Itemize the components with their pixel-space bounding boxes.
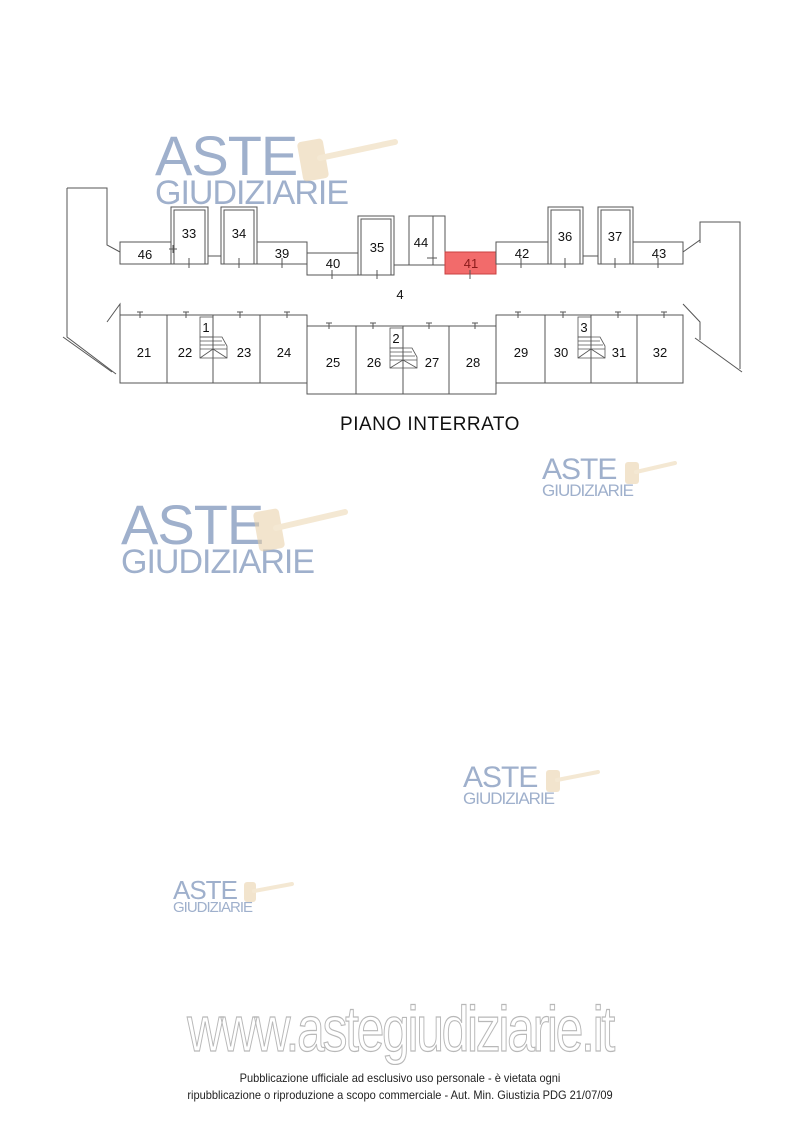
watermark-logo-1: ASTE GIUDIZIARIE: [155, 124, 349, 212]
stair-icon: [577, 316, 606, 359]
legal-notice-line-2: ripubblicazione o riproduzione a scopo c…: [187, 1088, 613, 1102]
unit-label: 40: [326, 256, 340, 271]
unit-label: 36: [558, 229, 572, 244]
stair-label: 1: [202, 320, 209, 335]
watermark-giudiziarie: GIUDIZIARIE: [542, 481, 634, 500]
unit-25[interactable]: [306, 325, 357, 395]
gavel-icon: [253, 508, 348, 552]
unit-label: 22: [178, 345, 192, 360]
gavel-icon: [625, 461, 677, 484]
unit-label: 25: [326, 355, 340, 370]
unit-34[interactable]: [220, 206, 258, 265]
unit-21[interactable]: [119, 314, 168, 384]
watermark-aste: ASTE: [173, 875, 238, 905]
unit-label: 35: [370, 240, 384, 255]
left-ramp-wall: [67, 187, 121, 253]
unit-44[interactable]: [408, 215, 446, 266]
unit-label: 21: [137, 345, 151, 360]
unit-35[interactable]: [357, 215, 395, 276]
unit-label: 28: [466, 355, 480, 370]
unit-label: 44: [414, 235, 428, 250]
unit-label: 46: [138, 247, 152, 262]
gavel-icon: [297, 138, 398, 182]
watermark-aste: ASTE: [121, 493, 264, 556]
stair-label: 2: [392, 331, 399, 346]
left-ramp-outer: [66, 188, 117, 375]
watermark-aste: ASTE: [155, 124, 298, 187]
unit-label: 32: [653, 345, 667, 360]
stair-label: 3: [580, 320, 587, 335]
unit-label: 27: [425, 355, 439, 370]
unit-label: 33: [182, 226, 196, 241]
unit-label: 37: [608, 229, 622, 244]
watermark-giudiziarie: GIUDIZIARIE: [155, 174, 349, 212]
unit-33[interactable]: [170, 206, 209, 265]
unit-label: 43: [652, 246, 666, 261]
unit-label: 29: [514, 345, 528, 360]
watermark-logo-2: ASTE GIUDIZIARIE: [542, 453, 634, 500]
legal-notice: Pubblicazione ufficiale ad esclusivo uso…: [32, 1070, 768, 1104]
watermark-giudiziarie: GIUDIZIARIE: [121, 543, 315, 581]
watermark-logo-3: ASTE GIUDIZIARIE: [121, 493, 315, 581]
corridor-label: 4: [396, 287, 403, 302]
unit-32[interactable]: [636, 314, 684, 384]
watermark-logo-5: ASTE GIUDIZIARIE: [173, 875, 253, 916]
watermark-logo-4: ASTE GIUDIZIARIE: [463, 761, 555, 808]
unit-36[interactable]: [547, 206, 584, 265]
watermark-giudiziarie: GIUDIZIARIE: [173, 899, 253, 916]
unit-label: 42: [515, 246, 529, 261]
gavel-icon: [244, 882, 294, 902]
plan-title: PIANO INTERRATO: [340, 414, 520, 435]
stair-icon: [389, 327, 418, 369]
watermark-giudiziarie: GIUDIZIARIE: [463, 789, 555, 808]
unit-label: 23: [237, 345, 251, 360]
legal-notice-line-1: Pubblicazione ufficiale ad esclusivo uso…: [239, 1071, 561, 1085]
right-ramp-wall: [682, 221, 741, 369]
unit-label: 39: [275, 246, 289, 261]
website-watermark: www.astegiudiziarie.it: [187, 992, 616, 1065]
unit-label: 24: [277, 345, 291, 360]
unit-28[interactable]: [448, 325, 497, 395]
watermark-aste: ASTE: [542, 453, 617, 486]
unit-label: 34: [232, 226, 246, 241]
stair-icon: [199, 316, 228, 359]
gavel-icon: [546, 770, 600, 792]
unit-label: 26: [367, 355, 381, 370]
watermark-aste: ASTE: [463, 761, 538, 794]
unit-label: 31: [612, 345, 626, 360]
unit-24[interactable]: [259, 314, 308, 384]
unit-label: 30: [554, 345, 568, 360]
unit-37[interactable]: [597, 206, 634, 265]
unit-label-highlighted: 41: [464, 256, 478, 271]
